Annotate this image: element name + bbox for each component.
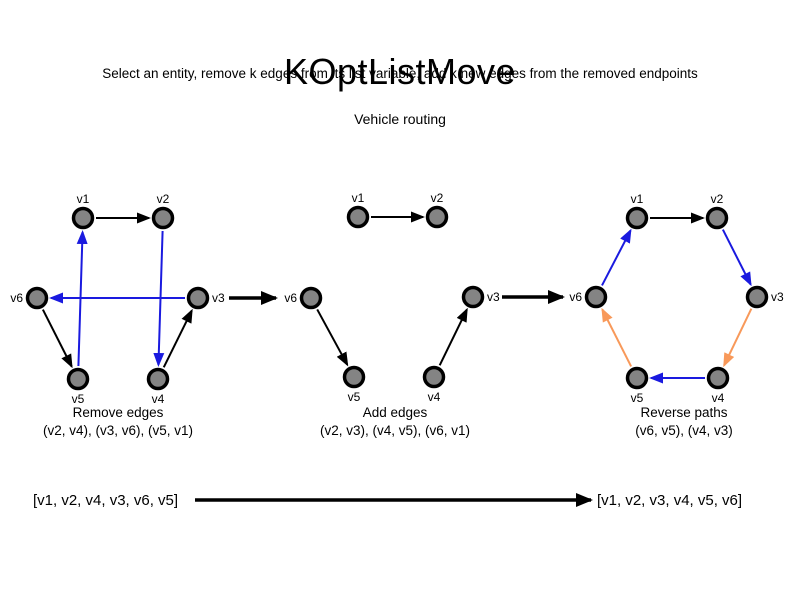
node-add-edges-v6	[299, 286, 323, 310]
node-label-remove-edges-v2: v2	[157, 192, 170, 206]
node-label-add-edges-v5: v5	[348, 390, 361, 404]
node-label-reverse-paths-v5: v5	[631, 391, 644, 405]
node-label-reverse-paths-v1: v1	[631, 192, 644, 206]
node-add-edges-v2	[425, 205, 449, 229]
result-list-before: [v1, v2, v4, v3, v6, v5]	[33, 492, 179, 509]
node-reverse-paths-v3	[745, 285, 769, 309]
node-label-remove-edges-v5: v5	[72, 392, 85, 406]
node-label-remove-edges-v6: v6	[10, 291, 23, 305]
node-remove-edges-v6	[25, 286, 49, 310]
node-reverse-paths-v4	[706, 366, 730, 390]
edge-reverse-paths-v3-v4	[723, 308, 753, 368]
page-title: KOptListMove	[283, 51, 517, 93]
node-remove-edges-v4	[146, 367, 170, 391]
node-add-edges-v1	[346, 205, 370, 229]
node-label-add-edges-v2: v2	[431, 191, 444, 205]
caption-reverse-paths-title: Reverse paths	[640, 405, 728, 420]
node-label-reverse-paths-v4: v4	[712, 391, 725, 405]
node-reverse-paths-v5	[625, 366, 649, 390]
node-reverse-paths-v6	[584, 285, 608, 309]
node-remove-edges-v2	[151, 206, 175, 230]
node-remove-edges-v1	[71, 206, 95, 230]
edge-remove-edges-v5-v1	[76, 229, 88, 367]
edge-reverse-paths-v5-v6	[601, 307, 633, 367]
node-add-edges-v4	[422, 365, 446, 389]
edge-reverse-paths-v2-v3	[721, 229, 752, 287]
caption-add-edges-title: Add edges	[362, 405, 428, 420]
node-label-add-edges-v3: v3	[487, 290, 500, 304]
node-label-add-edges-v6: v6	[284, 291, 297, 305]
node-label-reverse-paths-v3: v3	[771, 290, 784, 304]
result-list-after: [v1, v2, v3, v4, v5, v6]	[597, 492, 743, 509]
node-label-add-edges-v1: v1	[352, 191, 365, 205]
node-reverse-paths-v2	[705, 206, 729, 230]
caption-reverse-paths: Reverse paths (v6, v5), (v4, v3)	[574, 404, 794, 440]
node-label-add-edges-v4: v4	[428, 390, 441, 404]
caption-remove-edges-title: Remove edges	[72, 405, 164, 420]
scenario-label: Vehicle routing	[354, 111, 446, 127]
node-reverse-paths-v1	[625, 206, 649, 230]
node-add-edges-v5	[342, 365, 366, 389]
node-add-edges-v3	[461, 285, 485, 309]
caption-add-edges-detail: (v2, v3), (v4, v5), (v6, v1)	[319, 423, 471, 438]
node-label-remove-edges-v4: v4	[152, 392, 165, 406]
node-label-reverse-paths-v2: v2	[711, 192, 724, 206]
edge-reverse-paths-v6-v1	[601, 228, 632, 286]
caption-add-edges: Add edges (v2, v3), (v4, v5), (v6, v1)	[285, 404, 505, 440]
node-remove-edges-v5	[66, 367, 90, 391]
subtitle: Select an entity, remove k edges from it…	[102, 66, 698, 81]
edge-remove-edges-v4-v3	[162, 308, 193, 368]
node-label-remove-edges-v3: v3	[212, 291, 225, 305]
caption-remove-edges-detail: (v2, v4), (v3, v6), (v5, v1)	[42, 423, 194, 438]
caption-remove-edges: Remove edges (v2, v4), (v3, v6), (v5, v1…	[8, 404, 228, 440]
node-label-remove-edges-v1: v1	[77, 192, 90, 206]
node-remove-edges-v3	[186, 286, 210, 310]
node-label-reverse-paths-v6: v6	[569, 290, 582, 304]
caption-reverse-paths-detail: (v6, v5), (v4, v3)	[635, 423, 733, 438]
edge-remove-edges-v6-v5	[41, 309, 73, 369]
edge-add-edges-v6-v5	[316, 308, 349, 367]
edge-add-edges-v4-v3	[438, 307, 468, 366]
